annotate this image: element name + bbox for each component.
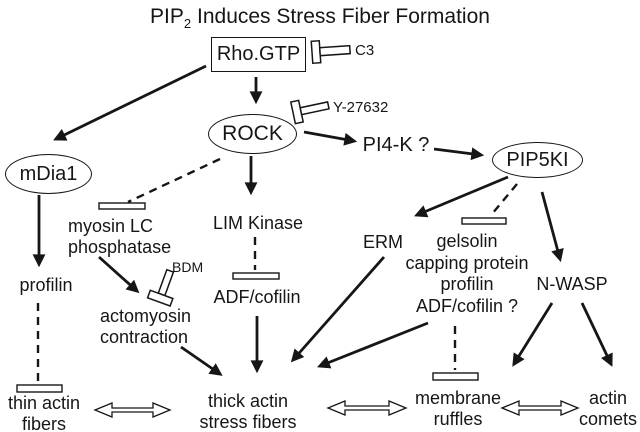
rho-gtp-node: Rho.GTP xyxy=(211,37,306,72)
pip5ki-label: PIP5KI xyxy=(506,148,569,171)
arrow-rho-to-mdia1 xyxy=(53,64,207,141)
thin-line1: thin actin xyxy=(7,393,81,413)
thick-line1: thick actin xyxy=(207,391,289,411)
effector-capping-protein: capping protein xyxy=(405,252,529,273)
membrane-ruffles-label: membrane ruffles xyxy=(415,388,501,430)
mdia1-node: mDia1 xyxy=(5,154,92,194)
thick-line2: stress fibers xyxy=(199,412,297,432)
inhibition-tbar-thin-fibers-icon xyxy=(16,384,63,393)
inhibition-tbar-ruffles-icon xyxy=(432,372,479,381)
thin-actin-fibers-label: thin actin fibers xyxy=(8,393,80,432)
arrow-phosphatase-to-actomyosin xyxy=(98,255,140,294)
myosin-phosphatase-label: myosin LC phosphatase xyxy=(68,216,171,258)
effector-profilin: profilin xyxy=(440,274,494,294)
actomyosin-line2: contraction xyxy=(100,327,189,347)
arrow-pip5ki-to-erm xyxy=(414,175,509,218)
erm-label: ERM xyxy=(363,232,403,252)
actomyosin-contraction-label: actomyosin contraction xyxy=(100,306,191,348)
adf-cofilin-label: ADF/cofilin xyxy=(213,287,301,307)
title-pip: PIP xyxy=(150,5,184,28)
c3-inhibitor-icon xyxy=(310,39,351,65)
arrow-effectors-to-thick-fibers xyxy=(317,321,429,369)
thin-line2: fibers xyxy=(21,414,67,432)
bdm-label: BDM xyxy=(172,259,204,275)
inhibition-tbar-adfcofilin-icon xyxy=(232,272,280,280)
effector-adf-cofilin: ADF/cofilin ? xyxy=(415,295,519,316)
thick-actin-stress-fibers-label: thick actin stress fibers xyxy=(199,391,296,432)
arrow-actomyosin-to-thick-fibers xyxy=(180,345,223,376)
ruffles-line1: membrane xyxy=(414,388,502,408)
figure-title: PIP2 Induces Stress Fiber Formation xyxy=(150,5,490,31)
arrow-pip5ki-to-nwasp xyxy=(540,191,564,263)
comets-line1: actin xyxy=(588,388,628,408)
pi4k-text: PI4-K ? xyxy=(362,134,430,156)
pip5ki-effector-list: gelsolin capping protein profilin ADF/co… xyxy=(405,231,528,317)
effector-gelsolin: gelsolin xyxy=(436,231,498,251)
arrow-erm-to-thick-fibers xyxy=(290,256,386,363)
mdia1-label: mDia1 xyxy=(19,162,78,185)
dashed-rock-to-myosin-phosphatase xyxy=(127,157,221,204)
double-arrow-thin-thick-icon xyxy=(93,402,172,418)
ruffles-line2: ruffles xyxy=(433,409,483,429)
title-subscript: 2 xyxy=(183,16,192,32)
double-arrow-thick-ruffles-icon xyxy=(326,400,408,416)
comets-line2: comets xyxy=(578,409,638,429)
dashed-pip5ki-to-gelsolin xyxy=(491,183,518,215)
c3-label: C3 xyxy=(355,42,375,59)
rock-label: ROCK xyxy=(222,122,283,145)
rock-node: ROCK xyxy=(208,114,297,154)
y27632-inhibitor-icon xyxy=(289,99,330,125)
arrow-pi4k-to-pip5ki xyxy=(433,147,485,161)
pi4k-label: PI4-K ? xyxy=(363,135,463,156)
lim-kinase-label: LIM Kinase xyxy=(212,213,304,233)
bdm-inhibitor-icon xyxy=(146,268,175,307)
y27632-label: Y-27632 xyxy=(333,99,389,116)
pip5ki-node: PIP5KI xyxy=(492,142,583,178)
title-rest: Induces Stress Fiber Formation xyxy=(191,5,490,28)
actomyosin-line1: actomyosin xyxy=(100,306,192,326)
inhibition-tbar-myosin-icon xyxy=(98,202,146,210)
double-arrow-ruffles-comets-icon xyxy=(500,400,580,416)
myosin-line1: myosin LC xyxy=(68,216,154,236)
nwasp-label: N-WASP xyxy=(536,274,608,294)
arrow-nwasp-to-ruffles xyxy=(512,302,554,367)
inhibition-tbar-gelsolin-icon xyxy=(461,217,507,225)
profilin-label: profilin xyxy=(19,275,73,295)
rho-gtp-label: Rho.GTP xyxy=(216,43,301,65)
arrow-rock-to-pi4k xyxy=(303,130,358,146)
arrow-nwasp-to-comets xyxy=(580,302,613,367)
myosin-line2: phosphatase xyxy=(68,237,172,257)
actin-comets-label: actin comets xyxy=(579,388,637,430)
